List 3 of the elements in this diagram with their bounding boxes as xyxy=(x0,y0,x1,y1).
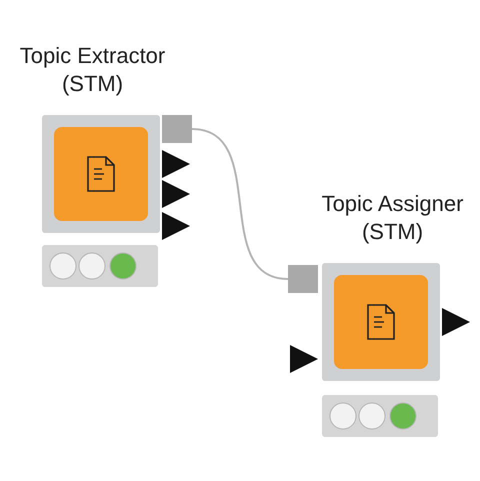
node-title: Topic Extractor (STM) xyxy=(18,42,166,98)
node-title: Topic Assigner (STM) xyxy=(320,190,464,246)
connection-line xyxy=(192,128,288,280)
